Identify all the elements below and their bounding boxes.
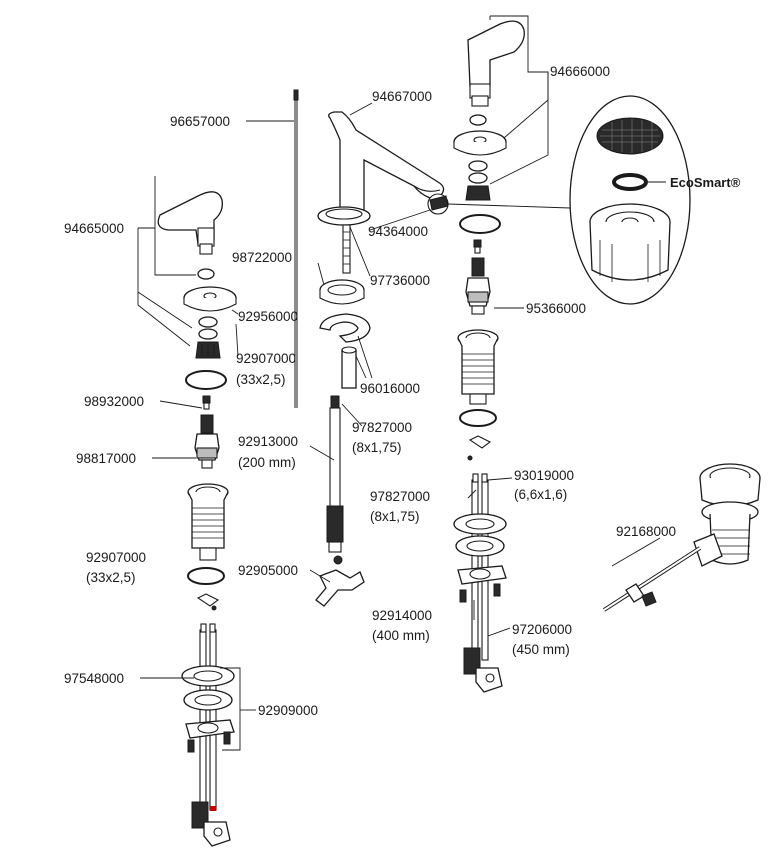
part-labels: 94665000 96657000 94667000 94666000 9436… [64,64,741,718]
label-92913000: 92913000 [238,434,298,449]
spec-93019000: (6,6x1,6) [514,487,567,502]
label-96016000: 96016000 [360,381,420,396]
label-92907000-bottom: 92907000 [86,550,146,565]
label-97548000: 97548000 [64,671,124,686]
spec-92914000: (400 mm) [372,628,430,643]
spec-97827000-center: (8x1,75) [352,440,402,455]
label-96657000: 96657000 [170,114,230,129]
label-92907000-top: 92907000 [236,351,296,366]
spec-92907000-top: (33x2,5) [236,372,286,387]
label-92168000: 92168000 [616,524,676,539]
label-94665000: 94665000 [64,221,124,236]
spec-97206000: (450 mm) [512,642,570,657]
label-92909000: 92909000 [258,703,318,718]
label-97827000-right: 97827000 [370,489,430,504]
label-92914000: 92914000 [372,608,432,623]
label-97827000-center: 97827000 [352,420,412,435]
label-92956000: 92956000 [238,309,298,324]
pop-up-drain-assembly [602,463,761,612]
label-98817000: 98817000 [76,451,136,466]
label-98932000: 98932000 [84,394,144,409]
spec-97827000-right: (8x1,75) [370,509,420,524]
label-97206000: 97206000 [512,622,572,637]
leader-lines [140,102,661,751]
right-handle-assembly [453,15,549,693]
spec-92907000-bottom: (33x2,5) [86,570,136,585]
label-93019000: 93019000 [514,468,574,483]
spout-assembly [293,89,445,607]
label-97736000: 97736000 [370,273,430,288]
label-94666000: 94666000 [550,64,610,79]
label-92905000: 92905000 [238,563,298,578]
spec-92913000: (200 mm) [238,455,296,470]
label-94364000: 94364000 [368,224,428,239]
ecosmart-label: EcoSmart® [670,175,741,190]
label-98722000: 98722000 [232,250,292,265]
label-95366000: 95366000 [526,301,586,316]
ecosmart-aerator-callout [427,95,691,305]
left-handle-assembly [137,176,237,847]
label-94667000: 94667000 [372,89,432,104]
